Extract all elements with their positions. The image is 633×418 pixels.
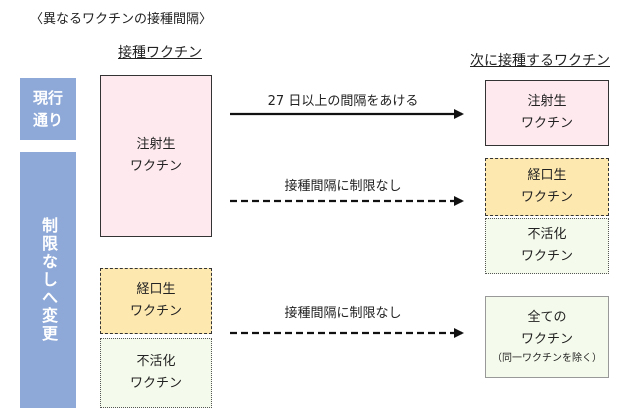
right-all-line1: 全ての bbox=[527, 310, 567, 325]
left-injection-live-vaccine-box: 注射生 ワクチン bbox=[100, 75, 212, 237]
left-oral-line1: 経口生 bbox=[136, 282, 176, 297]
side-label-current-line2: 通り bbox=[32, 111, 63, 129]
left-injection-line1: 注射生 bbox=[136, 137, 176, 152]
right-injection-line1: 注射生 bbox=[527, 94, 567, 109]
right-column-header: 次に接種するワクチン bbox=[470, 53, 610, 69]
right-injection-line2: ワクチン bbox=[520, 116, 573, 131]
left-inactivated-line2: ワクチン bbox=[129, 376, 182, 391]
right-oral-line1: 経口生 bbox=[527, 168, 567, 183]
left-inactivated-vaccine-box: 不活化 ワクチン bbox=[100, 338, 212, 408]
right-inactivated-vaccine-box: 不活化 ワクチン bbox=[485, 218, 609, 274]
right-all-note: （同一ワクチンを除く） bbox=[492, 353, 602, 364]
side-label-current-line1: 現行 bbox=[32, 89, 63, 107]
right-all-line2: ワクチン bbox=[520, 332, 573, 347]
left-oral-live-vaccine-box: 経口生 ワクチン bbox=[100, 268, 212, 334]
arrow-label-no-limit-2: 接種間隔に制限なし bbox=[284, 306, 402, 321]
arrow-label-no-limit-1: 接種間隔に制限なし bbox=[284, 179, 402, 194]
left-inactivated-line1: 不活化 bbox=[136, 354, 176, 369]
side-label-current: 現行 通り bbox=[20, 78, 76, 140]
right-all-vaccines-box: 全ての ワクチン （同一ワクチンを除く） bbox=[485, 296, 609, 378]
left-column-header: 接種ワクチン bbox=[118, 45, 202, 61]
left-injection-line2: ワクチン bbox=[129, 159, 182, 174]
left-oral-line2: ワクチン bbox=[129, 304, 182, 319]
side-label-no-limit: 制限なしへ変更 bbox=[20, 152, 76, 408]
right-oral-live-vaccine-box: 経口生 ワクチン bbox=[485, 158, 609, 216]
right-injection-live-vaccine-box: 注射生 ワクチン bbox=[485, 80, 609, 146]
right-inactivated-line2: ワクチン bbox=[520, 249, 573, 264]
right-inactivated-line1: 不活化 bbox=[527, 227, 567, 242]
arrow-label-27-days: 27 日以上の間隔をあける bbox=[267, 94, 419, 109]
diagram-title: 〈異なるワクチンの接種間隔〉 bbox=[30, 12, 213, 27]
right-oral-line2: ワクチン bbox=[520, 190, 573, 205]
